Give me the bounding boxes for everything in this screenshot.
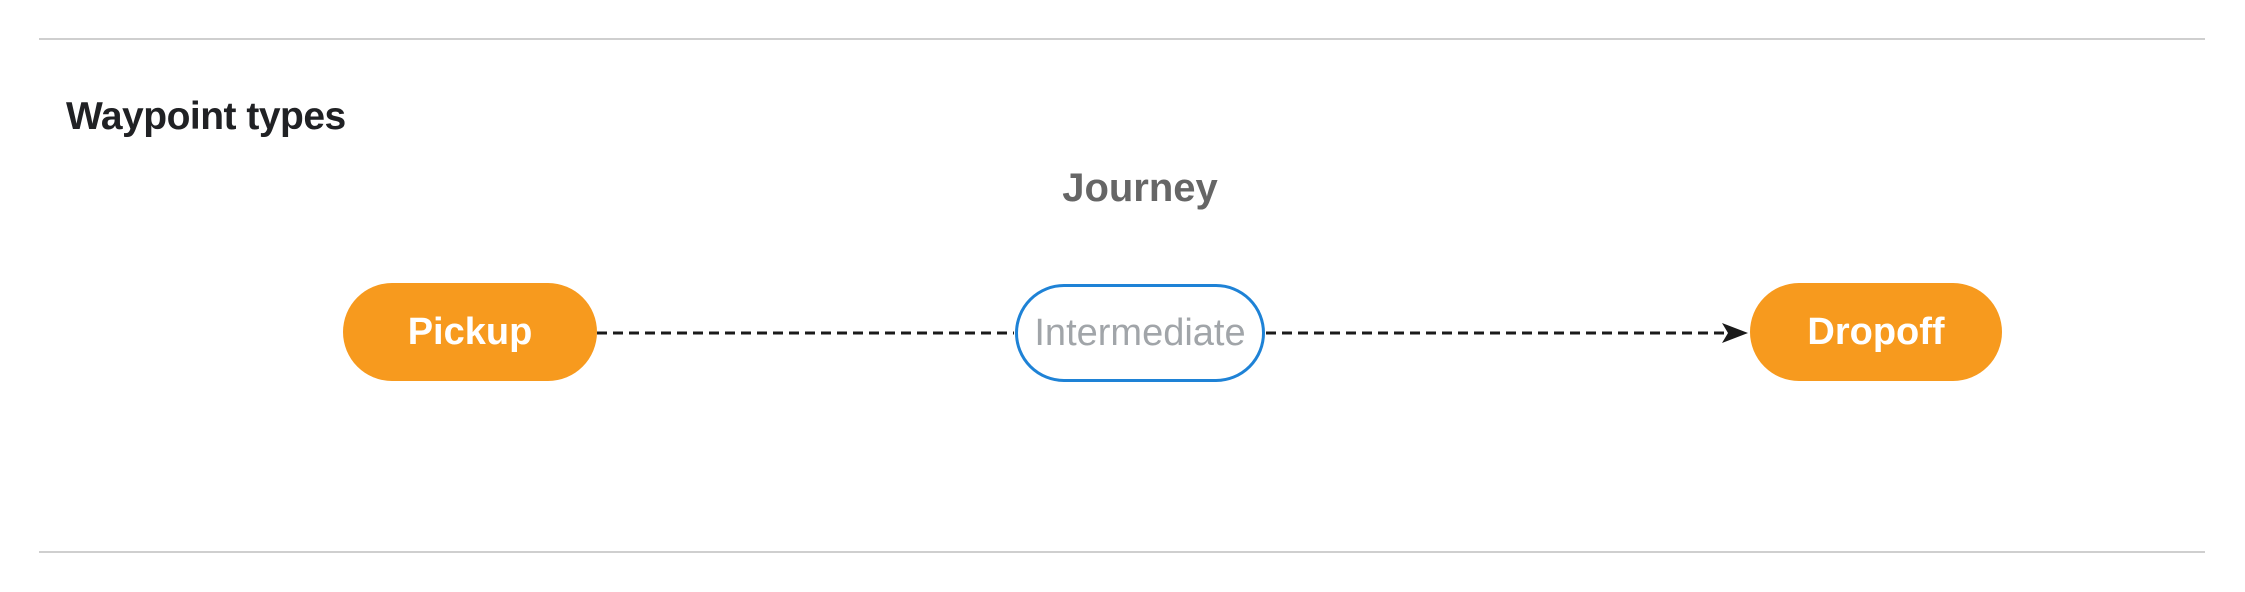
node-dropoff-label: Dropoff [1807, 310, 1945, 353]
node-pickup-label: Pickup [407, 310, 533, 353]
page-title: Waypoint types [66, 95, 346, 139]
arrowhead-icon [1722, 323, 1748, 343]
journey-group-label: Journey [1062, 166, 1218, 210]
node-dropoff: Dropoff [1750, 283, 2002, 381]
node-pickup: Pickup [343, 283, 597, 381]
node-intermediate: Intermediate [1015, 284, 1265, 382]
bottom-divider [39, 551, 2205, 553]
node-intermediate-label: Intermediate [1034, 311, 1246, 354]
top-divider [39, 38, 2205, 40]
